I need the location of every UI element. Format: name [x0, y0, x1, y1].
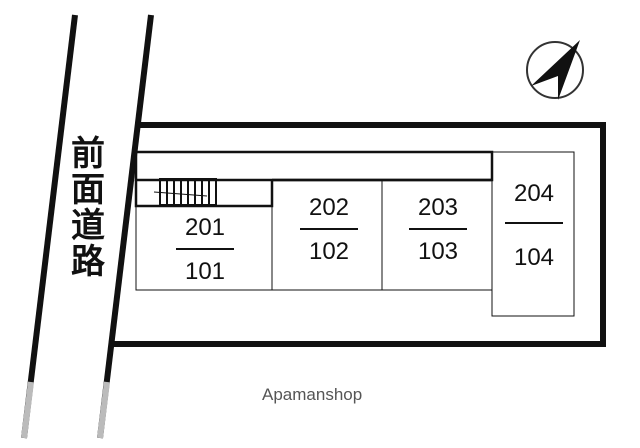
unit-lower-number: 101 — [184, 258, 226, 285]
unit-upper-number: 202 — [308, 194, 350, 221]
unit-upper-number: 204 — [513, 180, 555, 207]
stairs-icon — [153, 178, 217, 206]
watermark: Apamanshop — [262, 385, 363, 404]
road-edge-right — [97, 14, 154, 439]
unit-lower-number: 103 — [417, 238, 459, 265]
unit-202-102: 202 102 — [294, 194, 364, 266]
unit-divider — [176, 248, 234, 250]
site-boundary — [110, 122, 606, 347]
unit-divider — [409, 228, 467, 230]
unit-lower-number: 102 — [308, 238, 350, 265]
front-road-label: 前 面 道 路 — [71, 134, 105, 282]
unit-204-104: 204 104 — [499, 180, 569, 272]
unit-divider — [505, 222, 563, 224]
unit-lower-number: 104 — [513, 244, 555, 271]
unit-upper-number: 203 — [417, 194, 459, 221]
unit-divider — [300, 228, 358, 230]
unit-201-101: 201 101 — [170, 214, 240, 286]
road-edge-right-fade — [97, 381, 110, 439]
road-edge-left-fade — [21, 381, 34, 439]
north-arrow-icon — [526, 40, 584, 100]
unit-203-103: 203 103 — [403, 194, 473, 266]
unit-upper-number: 201 — [184, 214, 226, 241]
road-edge-left — [21, 14, 78, 439]
